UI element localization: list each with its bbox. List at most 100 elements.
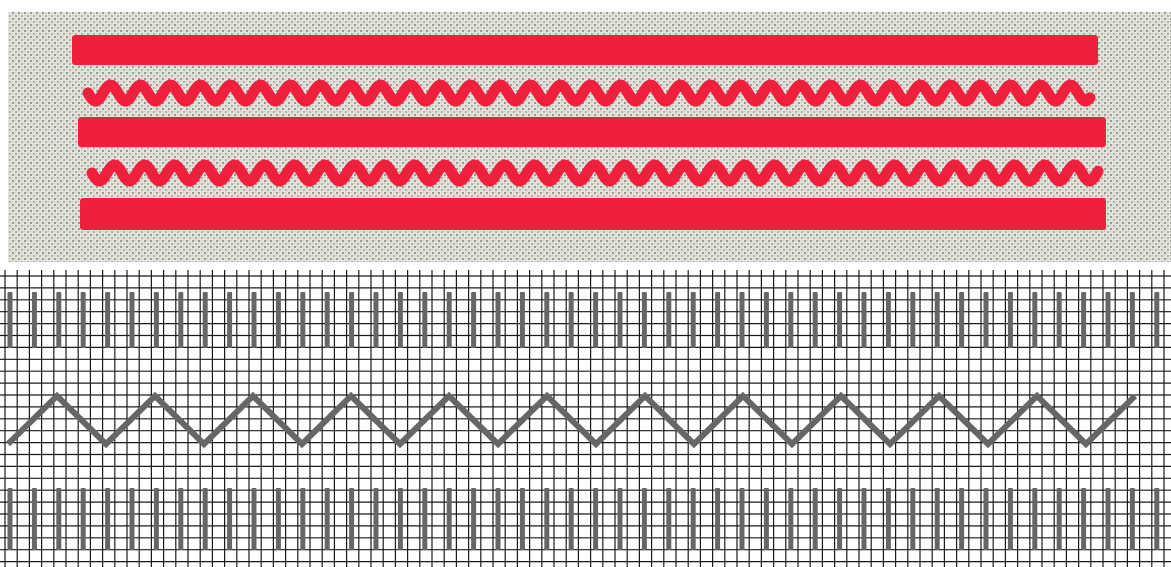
vertical-stitch <box>885 488 891 550</box>
vertical-stitch <box>763 292 769 348</box>
vertical-stitch <box>788 292 794 348</box>
vertical-stitch <box>275 292 281 348</box>
vertical-stitch <box>31 292 37 348</box>
vertical-stitch <box>1129 488 1135 550</box>
vertical-stitch <box>300 488 306 550</box>
vertical-stitch <box>861 292 867 348</box>
vertical-stitch <box>31 488 37 550</box>
vertical-stitch <box>1007 292 1013 348</box>
vertical-stitch <box>1032 292 1038 348</box>
vertical-stitch <box>593 488 599 550</box>
vertical-stitch <box>446 292 452 348</box>
vertical-stitch <box>641 292 647 348</box>
vertical-stitch <box>1105 292 1111 348</box>
vertical-stitch <box>105 488 111 550</box>
vertical-stitch <box>959 488 965 550</box>
vertical-stitch <box>934 292 940 348</box>
vertical-stitch <box>1056 488 1062 550</box>
vertical-stitch <box>349 488 355 550</box>
vertical-stitch <box>1056 292 1062 348</box>
vertical-stitch <box>983 292 989 348</box>
vertical-stitch <box>178 292 184 348</box>
vertical-stitch <box>397 488 403 550</box>
vertical-stitch <box>251 292 257 348</box>
vertical-stitch <box>666 292 672 348</box>
vertical-stitch <box>1129 292 1135 348</box>
vertical-stitch <box>812 488 818 550</box>
vertical-stitch <box>251 488 257 550</box>
vertical-stitch <box>544 488 550 550</box>
vertical-stitch <box>178 488 184 550</box>
vertical-stitch <box>495 292 501 348</box>
vertical-stitch <box>7 292 13 348</box>
vertical-stitch <box>56 292 62 348</box>
vertical-stitch <box>227 292 233 348</box>
vertical-stitch <box>983 488 989 550</box>
vertical-stitch <box>715 292 721 348</box>
vertical-stitch <box>275 488 281 550</box>
vertical-stitch <box>837 488 843 550</box>
vertical-stitch <box>422 488 428 550</box>
vertical-stitch <box>56 488 62 550</box>
vertical-stitch <box>1154 292 1160 348</box>
vertical-stitch <box>763 488 769 550</box>
vertical-stitch <box>80 292 86 348</box>
vertical-stitch <box>446 488 452 550</box>
vertical-stitch <box>617 292 623 348</box>
vertical-stitch <box>544 292 550 348</box>
vertical-stitch <box>837 292 843 348</box>
vertical-stitch <box>471 292 477 348</box>
vertical-stitch <box>105 292 111 348</box>
vertical-stitch <box>715 488 721 550</box>
vertical-stitch <box>641 488 647 550</box>
vertical-stitch <box>1081 488 1087 550</box>
vertical-stitch <box>495 488 501 550</box>
vertical-stitch <box>910 292 916 348</box>
vertical-stitch <box>593 292 599 348</box>
vertical-stitch <box>666 488 672 550</box>
vertical-stitch <box>739 292 745 348</box>
vertical-stitch <box>349 292 355 348</box>
vertical-stitch <box>324 292 330 348</box>
vertical-stitch <box>7 488 13 550</box>
vertical-stitch <box>373 292 379 348</box>
vertical-stitch <box>959 292 965 348</box>
vertical-stitch <box>227 488 233 550</box>
red-straight-band-1 <box>72 35 1098 65</box>
vertical-stitch <box>910 488 916 550</box>
vertical-stitch <box>1105 488 1111 550</box>
vertical-stitch <box>1007 488 1013 550</box>
vertical-stitch <box>300 292 306 348</box>
vertical-stitch <box>202 488 208 550</box>
vertical-stitch <box>129 488 135 550</box>
vertical-stitch <box>519 292 525 348</box>
embroidery-sample-photo <box>8 12 1171 262</box>
fabric-right-edge <box>1108 12 1171 262</box>
vertical-stitch <box>934 488 940 550</box>
vertical-stitch <box>129 292 135 348</box>
red-straight-band-3 <box>80 198 1106 230</box>
vertical-stitch <box>153 292 159 348</box>
vertical-stitch <box>1032 488 1038 550</box>
vertical-stitch <box>1154 488 1160 550</box>
vertical-stitch <box>690 292 696 348</box>
vertical-stitch <box>690 488 696 550</box>
chart-grid <box>0 270 1171 567</box>
vertical-stitch-row-bottom <box>7 488 1160 550</box>
vertical-stitch <box>324 488 330 550</box>
red-wave-band-2 <box>86 159 1104 187</box>
vertical-stitch <box>373 488 379 550</box>
red-wave-band-1 <box>82 79 1096 107</box>
vertical-stitch <box>739 488 745 550</box>
vertical-stitch <box>422 292 428 348</box>
vertical-stitch <box>568 292 574 348</box>
stitch-chart-diagram <box>0 270 1171 567</box>
vertical-stitch <box>519 488 525 550</box>
vertical-stitch <box>885 292 891 348</box>
vertical-stitch <box>397 292 403 348</box>
vertical-stitch <box>153 488 159 550</box>
vertical-stitch-row-top <box>7 292 1160 348</box>
vertical-stitch <box>568 488 574 550</box>
vertical-stitch <box>202 292 208 348</box>
vertical-stitch <box>861 488 867 550</box>
